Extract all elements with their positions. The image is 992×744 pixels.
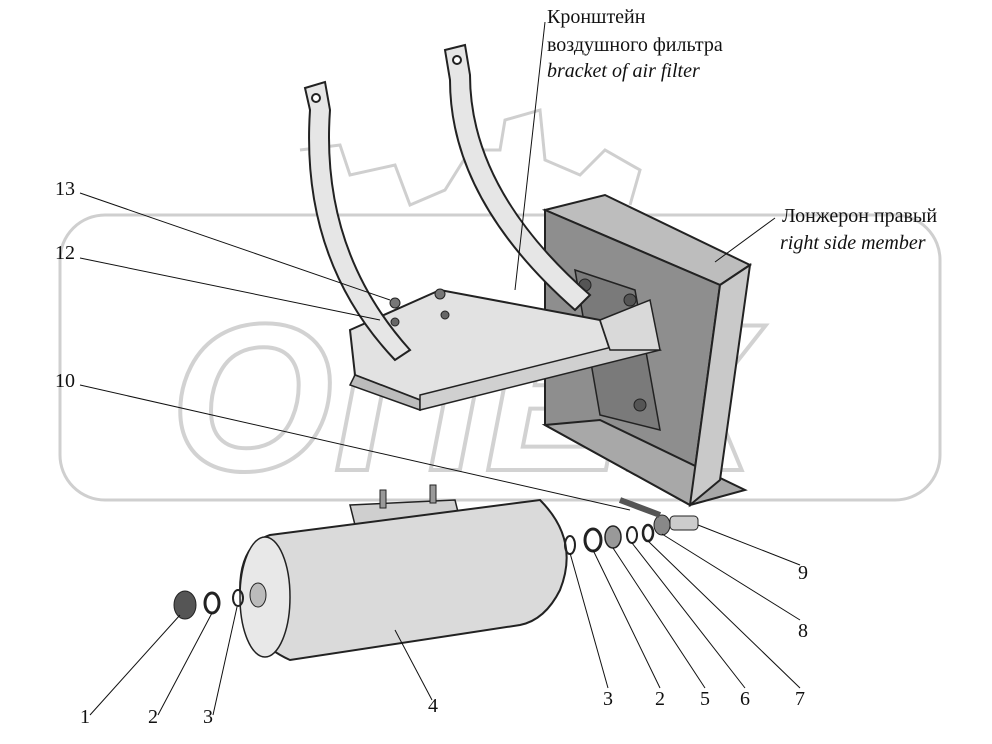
ring-3-left bbox=[232, 589, 244, 607]
part-number-9: 9 bbox=[798, 562, 808, 584]
air-filter-bracket-label-en: bracket of air filter bbox=[547, 60, 700, 82]
elbow-fitting-9 bbox=[669, 515, 699, 531]
part-number-3-right: 3 bbox=[603, 688, 613, 710]
washer-6 bbox=[626, 526, 638, 544]
air-tank bbox=[238, 484, 568, 662]
washer-2-right bbox=[583, 527, 603, 553]
part-number-5: 5 bbox=[700, 688, 710, 710]
tube-10 bbox=[618, 497, 662, 518]
part-number-3-left: 3 bbox=[203, 706, 213, 728]
fitting-5 bbox=[604, 525, 622, 549]
part-number-10: 10 bbox=[55, 370, 75, 392]
part-number-2-right: 2 bbox=[655, 688, 665, 710]
right-side-member bbox=[541, 193, 753, 508]
part-number-2-left: 2 bbox=[148, 706, 158, 728]
part-number-4: 4 bbox=[428, 695, 438, 717]
part-number-12: 12 bbox=[55, 242, 75, 264]
washer-7 bbox=[641, 523, 655, 543]
nut-8 bbox=[653, 514, 671, 536]
air-filter-bracket-label-ru-1: Кронштейн bbox=[547, 6, 646, 28]
leader-lines bbox=[79, 21, 801, 716]
right-side-member-label-en: right side member bbox=[780, 232, 926, 254]
part-number-13: 13 bbox=[55, 178, 75, 200]
part-number-8: 8 bbox=[798, 620, 808, 642]
part-number-1: 1 bbox=[80, 706, 90, 728]
bracket-base bbox=[348, 288, 663, 412]
right-side-member-label-ru: Лонжерон правый bbox=[782, 205, 938, 227]
part-number-6: 6 bbox=[740, 688, 750, 710]
washer-2-left bbox=[203, 591, 221, 615]
part-number-7: 7 bbox=[795, 688, 805, 710]
air-filter-bracket-label-ru-2: воздушного фильтра bbox=[547, 34, 723, 56]
filter-straps bbox=[303, 43, 592, 362]
plug-1 bbox=[173, 590, 197, 620]
